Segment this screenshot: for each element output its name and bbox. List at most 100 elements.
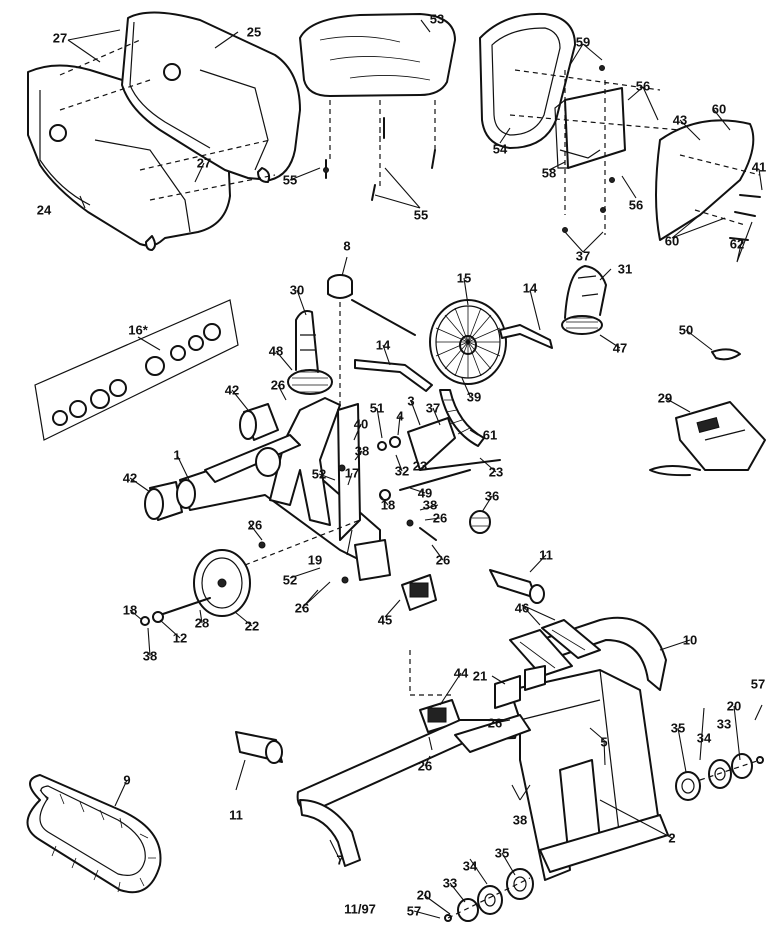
- callout-21: 21: [472, 668, 488, 684]
- callout-19: 19: [307, 552, 323, 568]
- callout-62: 62: [729, 236, 745, 252]
- callout-18: 18: [122, 602, 138, 618]
- callout-52: 52: [282, 572, 298, 588]
- callout-11: 11: [229, 807, 243, 823]
- callout-44: 44: [453, 665, 469, 681]
- callout-29: 29: [657, 390, 673, 406]
- callout-27: 27: [52, 30, 68, 46]
- callout-43: 43: [672, 112, 688, 128]
- callout-11: 11: [539, 547, 553, 563]
- callout-23: 23: [488, 464, 504, 480]
- end-cap-11-right: [489, 569, 545, 604]
- callout-48: 48: [268, 343, 284, 359]
- callout-9: 9: [123, 772, 131, 788]
- callout-35: 35: [670, 720, 686, 736]
- callout-51: 51: [369, 400, 385, 416]
- callout-38: 38: [354, 443, 370, 459]
- leader-lines: [67, 19, 763, 919]
- callout-23: 23: [412, 458, 428, 474]
- callout-2: 2: [668, 830, 676, 846]
- main-frame: [179, 397, 391, 581]
- callout-55: 55: [282, 172, 298, 188]
- bracket-21: [494, 665, 546, 709]
- callout-26: 26: [435, 552, 451, 568]
- callout-8: 8: [343, 238, 351, 254]
- callout-33: 33: [442, 875, 458, 891]
- callout-25: 25: [246, 24, 262, 40]
- callout-28: 28: [194, 615, 210, 631]
- callout-20: 20: [726, 698, 742, 714]
- callout-26: 26: [247, 517, 263, 533]
- callout-7: 7: [336, 852, 344, 868]
- callout-26: 26: [417, 758, 433, 774]
- callout-3: 3: [407, 393, 415, 409]
- callout-46: 46: [514, 600, 530, 616]
- callout-49: 49: [417, 485, 433, 501]
- callout-15: 15: [456, 270, 472, 286]
- callout-35: 35: [494, 845, 510, 861]
- callout-55: 55: [413, 207, 429, 223]
- end-cap-42-upper: [239, 403, 279, 441]
- cable-clip: [711, 348, 741, 361]
- callout-30: 30: [289, 282, 305, 298]
- crank-arm-right: [499, 324, 553, 349]
- callout-37: 37: [575, 248, 591, 264]
- callout-52: 52: [311, 466, 327, 482]
- shroud-cover-inner: [121, 11, 301, 183]
- callout-36: 36: [484, 488, 500, 504]
- pedal-strap-right: [564, 265, 607, 319]
- callout-20: 20: [416, 887, 432, 903]
- callout-47: 47: [612, 340, 628, 356]
- callout-42: 42: [224, 382, 240, 398]
- callout-45: 45: [377, 612, 393, 628]
- callout-42: 42: [122, 470, 138, 486]
- end-cap-11-left: [235, 731, 283, 764]
- callout-26: 26: [432, 510, 448, 526]
- tension-knob: [327, 274, 353, 299]
- slide-rails: [509, 619, 601, 677]
- drive-belt: [26, 774, 162, 894]
- hardware-kit-panel: [34, 299, 239, 441]
- callout-10: 10: [682, 632, 698, 648]
- crank-arm-left: [354, 359, 433, 392]
- wheel: [193, 549, 251, 617]
- callout-14: 14: [522, 280, 538, 296]
- pedal-right: [561, 315, 603, 335]
- callout-38: 38: [512, 812, 528, 828]
- backrest-pad: [479, 12, 576, 149]
- date-code: 11/97: [344, 901, 376, 917]
- roller-stack-right: [675, 753, 764, 801]
- callout-22: 22: [244, 618, 260, 634]
- backrest-bracket: [554, 87, 626, 169]
- callout-16-star: 16*: [128, 322, 148, 338]
- callout-60: 60: [711, 101, 727, 117]
- callout-61: 61: [482, 427, 498, 443]
- callout-26: 26: [487, 715, 503, 731]
- pedal-strap-left: [295, 310, 319, 373]
- callout-34: 34: [462, 858, 478, 874]
- callout-40: 40: [353, 416, 369, 432]
- callout-4: 4: [396, 408, 404, 424]
- callout-31: 31: [617, 261, 633, 277]
- callout-26: 26: [294, 600, 310, 616]
- callout-53: 53: [429, 11, 445, 27]
- callout-56: 56: [635, 78, 651, 94]
- front-stabilizer: [296, 714, 531, 867]
- flywheel: [429, 299, 507, 385]
- computer-console: [675, 401, 766, 471]
- wheel-axle: [159, 597, 211, 616]
- seat: [299, 13, 456, 97]
- callout-33: 33: [716, 716, 732, 732]
- callout-39: 39: [466, 389, 482, 405]
- tension-bracket: [377, 417, 456, 471]
- callout-27: 27: [196, 155, 212, 171]
- callout-18: 18: [380, 497, 396, 513]
- callout-5: 5: [600, 734, 608, 750]
- callout-50: 50: [678, 322, 694, 338]
- callout-14: 14: [375, 337, 391, 353]
- callout-38: 38: [142, 648, 158, 664]
- callout-59: 59: [575, 34, 591, 50]
- callout-1: 1: [173, 447, 181, 463]
